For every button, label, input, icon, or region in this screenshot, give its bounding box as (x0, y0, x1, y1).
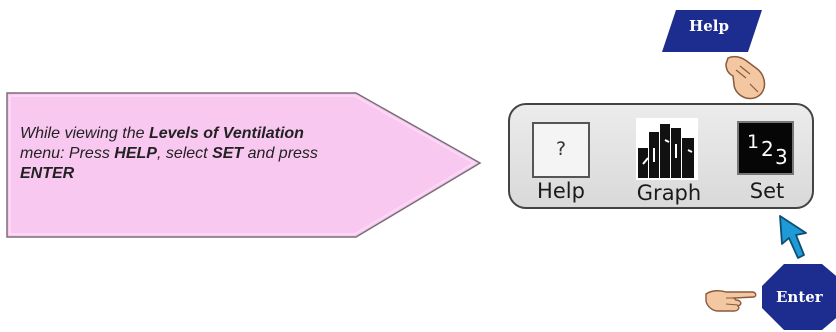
set-button[interactable]: 1 2 3 (737, 121, 794, 175)
graph-button-label: Graph (636, 181, 702, 205)
enter-key-shape (762, 264, 836, 330)
help-flag-label: Help (689, 17, 729, 35)
graph-button[interactable] (636, 118, 698, 180)
help-flag-shape (662, 10, 762, 52)
bar-graph-icon (638, 124, 694, 178)
pointing-hand-icon (705, 289, 757, 312)
set-keyword: SET (212, 145, 244, 162)
pointing-hand-icon (725, 55, 766, 100)
instruction-text: While viewing the Levels of Ventilation … (20, 125, 318, 182)
set-digit-3: 3 (775, 145, 788, 169)
set-digit-2: 2 (761, 137, 774, 161)
help-keyword: HELP (114, 145, 157, 162)
enter-key-label: Enter (776, 288, 823, 306)
enter-keyword: ENTER (20, 165, 75, 182)
help-button[interactable]: ? (532, 122, 590, 178)
instruction-callout-shape (6, 92, 482, 238)
cursor-arrow-icon (779, 215, 807, 259)
question-mark-icon: ? (555, 138, 567, 160)
menu-name: Levels of Ventilation (148, 125, 304, 142)
help-button-label: Help (537, 179, 585, 203)
set-button-label: Set (749, 179, 785, 203)
set-digit-1: 1 (747, 131, 760, 153)
